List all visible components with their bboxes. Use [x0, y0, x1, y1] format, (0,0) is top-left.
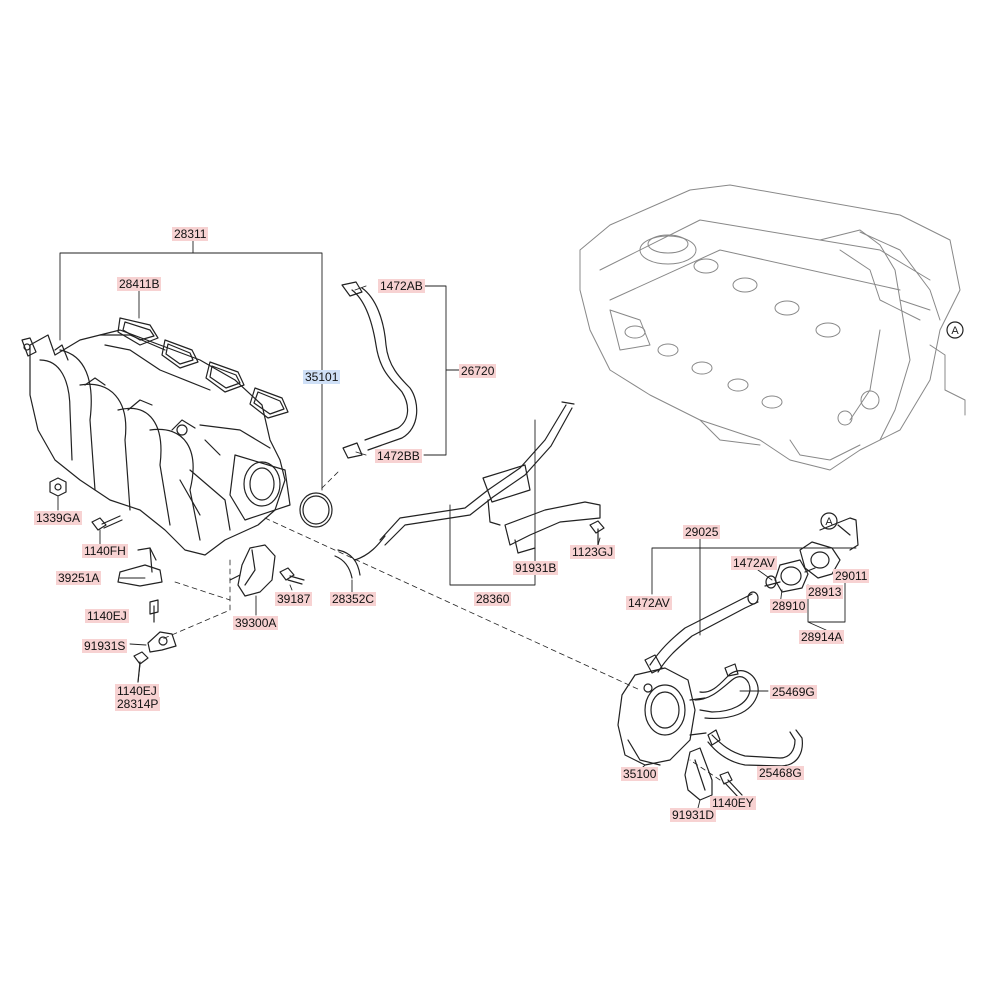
- callout-circle: [946, 321, 964, 339]
- label-28360[interactable]: 28360: [474, 592, 512, 606]
- label-1140ej-lower[interactable]: 1140EJ: [115, 684, 159, 698]
- bracket-91931d-illustration: [684, 747, 713, 801]
- pcv-hose-illustration: [341, 281, 418, 459]
- label-1140ej[interactable]: 1140EJ: [85, 609, 129, 623]
- leader-lines: [57, 238, 857, 809]
- label-1472av-top[interactable]: 1472AV: [731, 556, 777, 570]
- bolt-1140ey-illustration: [719, 771, 743, 799]
- throttle-body-illustration: [617, 667, 707, 766]
- label-28311[interactable]: 28311: [172, 227, 209, 241]
- label-26720[interactable]: 26720: [459, 364, 497, 378]
- gasket-illustration: [117, 317, 289, 419]
- label-1472av[interactable]: 1472AV: [626, 596, 672, 610]
- purge-valve-illustration: [764, 559, 816, 593]
- coolant-hose-25469g-illustration: [694, 663, 759, 719]
- bracket-91931s-illustration: [147, 631, 177, 653]
- label-28910[interactable]: 28910: [770, 599, 808, 613]
- bracket-91931b-illustration: [504, 501, 601, 554]
- label-35101[interactable]: 35101: [303, 370, 341, 384]
- bracket-39251a-illustration: [117, 547, 163, 587]
- bolt-1123gj-illustration: [589, 520, 605, 546]
- label-1472ab[interactable]: 1472AB: [378, 279, 425, 293]
- label-28411b[interactable]: 28411B: [117, 277, 162, 291]
- engine-block-illustration: [579, 184, 966, 471]
- label-28314p[interactable]: 28314P: [115, 697, 161, 711]
- label-1123gj[interactable]: 1123GJ: [570, 545, 616, 559]
- label-91931s[interactable]: 91931S: [82, 639, 128, 653]
- map-sensor-illustration: [229, 544, 276, 597]
- label-28352c[interactable]: 28352C: [330, 592, 377, 606]
- label-1140fh[interactable]: 1140FH: [82, 544, 128, 558]
- label-35100[interactable]: 35100: [621, 767, 659, 781]
- label-39251a[interactable]: 39251A: [56, 571, 102, 585]
- label-39187[interactable]: 39187: [275, 592, 313, 606]
- label-91931d[interactable]: 91931D: [670, 808, 717, 822]
- label-1472bb[interactable]: 1472BB: [375, 449, 422, 463]
- label-1140ey[interactable]: 1140EY: [710, 796, 756, 810]
- bracket-29011-illustration: [799, 517, 859, 579]
- label-29025[interactable]: 29025: [683, 525, 721, 539]
- bolt-39187-illustration: [279, 567, 305, 585]
- callout-letter: A: [825, 516, 833, 528]
- callout-circle: [820, 512, 838, 530]
- intake-manifold-illustration: [21, 329, 291, 556]
- coolant-hose-25468g-illustration: [707, 729, 803, 767]
- callout-letter: A: [951, 325, 959, 337]
- label-25468g[interactable]: 25468G: [757, 766, 804, 780]
- o-ring-illustration: [299, 492, 333, 528]
- label-28914a[interactable]: 28914A: [799, 630, 845, 644]
- label-25469g[interactable]: 25469G: [770, 685, 817, 699]
- breather-pipe-illustration: [334, 401, 575, 579]
- nut-1339ga-illustration: [49, 477, 67, 497]
- label-91931b[interactable]: 91931B: [513, 561, 559, 575]
- bolt-1140fh-illustration: [91, 515, 123, 531]
- label-39300a[interactable]: 39300A: [233, 616, 279, 630]
- vacuum-hose-illustration: [644, 593, 759, 674]
- label-28913[interactable]: 28913: [806, 585, 844, 599]
- label-29011[interactable]: 29011: [833, 569, 870, 583]
- dashed-guide-lines: [159, 471, 721, 781]
- label-1339ga[interactable]: 1339GA: [34, 511, 83, 525]
- bolt-1140ej-lower-illustration: [133, 651, 149, 683]
